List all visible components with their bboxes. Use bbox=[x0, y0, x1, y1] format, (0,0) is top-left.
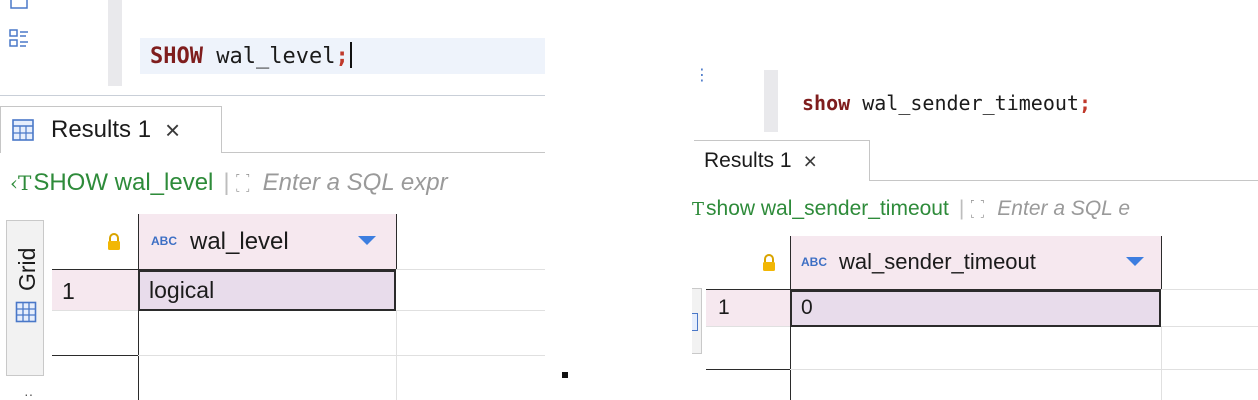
selected-cell[interactable] bbox=[790, 290, 1161, 327]
tab-results-1[interactable]: Results 1 × bbox=[0, 106, 222, 153]
row-number-bg bbox=[706, 290, 790, 326]
sort-dropdown-icon[interactable] bbox=[358, 236, 376, 245]
close-icon[interactable]: × bbox=[803, 147, 817, 174]
tab-baseline bbox=[222, 152, 545, 153]
sql-semicolon: ; bbox=[1078, 91, 1092, 115]
column-header-label[interactable]: wal_sender_timeout bbox=[839, 249, 1036, 274]
results-grid[interactable]: ABC wal_level 1 logical bbox=[52, 214, 545, 400]
row-number: 1 bbox=[62, 278, 75, 304]
tab-label: Results 1 bbox=[51, 116, 152, 143]
sql-keyword: SHOW bbox=[150, 44, 203, 69]
cell-value[interactable]: 0 bbox=[801, 296, 813, 319]
sql-semicolon: ; bbox=[335, 44, 349, 69]
type-badge: ABC bbox=[801, 255, 827, 269]
tab-label: Results 1 bbox=[704, 149, 792, 172]
grid-line bbox=[706, 369, 790, 370]
outline-icon[interactable] bbox=[8, 28, 30, 50]
expand-icon[interactable]: ⌜⌝⌞⌟ bbox=[970, 198, 985, 219]
sql-filter-input[interactable]: Enter a SQL expr bbox=[262, 169, 448, 196]
grid-icon bbox=[15, 301, 37, 323]
grid-line bbox=[1161, 289, 1258, 290]
sql-keyword: show bbox=[802, 91, 851, 115]
sql-filter-input[interactable]: Enter a SQL e bbox=[997, 197, 1130, 220]
column-divider bbox=[1161, 326, 1162, 400]
code-line[interactable]: SHOW wal_level; bbox=[150, 42, 352, 72]
expand-icon[interactable]: ⌜⌝⌞⌟ bbox=[235, 172, 250, 193]
row-number-bg bbox=[52, 270, 138, 310]
column-header-bg bbox=[790, 236, 1161, 289]
sql-identifier: wal_sender_timeout bbox=[862, 91, 1079, 115]
left-result-panel: SHOW wal_level; Results 1 × ‹T SHOW wal_… bbox=[0, 0, 545, 400]
tab-results-1[interactable]: Results 1 × bbox=[694, 140, 870, 181]
editor-gutter-marker bbox=[764, 70, 778, 132]
more-indicator: ·· bbox=[24, 386, 34, 400]
cell-value[interactable]: logical bbox=[149, 277, 215, 303]
column-header-label[interactable]: wal_level bbox=[190, 228, 289, 255]
query-filter-bar: T show wal_sender_timeout | ⌜⌝⌞⌟ Enter a… bbox=[692, 192, 1130, 226]
grid-line bbox=[790, 369, 1258, 370]
table-icon bbox=[12, 119, 34, 141]
grid-line bbox=[52, 355, 138, 356]
column-header-bg bbox=[138, 214, 396, 269]
sort-dropdown-icon[interactable] bbox=[1126, 257, 1144, 266]
lock-icon bbox=[108, 233, 120, 250]
row-number: 1 bbox=[718, 296, 730, 319]
right-result-panel: ⋮ show wal_sender_timeout; Results 1 × T… bbox=[692, 0, 1258, 400]
close-icon[interactable]: × bbox=[165, 114, 181, 145]
header-bottom-border bbox=[706, 289, 1161, 290]
results-grid[interactable]: ABC wal_sender_timeout 1 0 bbox=[706, 236, 1258, 400]
separator-dot bbox=[562, 372, 568, 378]
gutter-dots: ⋮ bbox=[694, 67, 710, 84]
grid-line bbox=[138, 355, 545, 356]
variables-icon[interactable] bbox=[8, 0, 30, 10]
code-line[interactable]: show wal_sender_timeout; bbox=[802, 90, 1091, 116]
editor-separator bbox=[0, 95, 545, 96]
column-divider bbox=[396, 214, 397, 269]
current-line-highlight bbox=[140, 38, 545, 74]
selected-cell[interactable] bbox=[138, 270, 396, 311]
sql-query-icon: T bbox=[692, 198, 705, 220]
tab-baseline bbox=[870, 180, 1258, 181]
sql-query-icon: ‹T bbox=[10, 171, 32, 195]
grid-icon bbox=[692, 313, 698, 331]
header-bottom-border bbox=[52, 269, 396, 270]
text-caret bbox=[349, 42, 352, 68]
query-text[interactable]: show wal_sender_timeout bbox=[706, 197, 949, 220]
grid-label: Grid bbox=[14, 247, 40, 291]
bar-divider: | bbox=[958, 197, 965, 220]
query-filter-bar: ‹T SHOW wal_level | ⌜⌝⌞⌟ Enter a SQL exp… bbox=[10, 165, 448, 201]
grid-view-toggle[interactable]: Grid bbox=[6, 220, 44, 376]
grid-line bbox=[396, 269, 545, 270]
sql-identifier: wal_level bbox=[216, 44, 336, 69]
lock-icon bbox=[763, 254, 775, 271]
grid-view-toggle[interactable] bbox=[692, 288, 702, 354]
column-divider bbox=[1161, 236, 1162, 289]
type-badge: ABC bbox=[151, 234, 177, 248]
query-text[interactable]: SHOW wal_level bbox=[33, 169, 214, 196]
bar-divider: | bbox=[223, 169, 230, 196]
editor-gutter-marker bbox=[108, 0, 122, 86]
